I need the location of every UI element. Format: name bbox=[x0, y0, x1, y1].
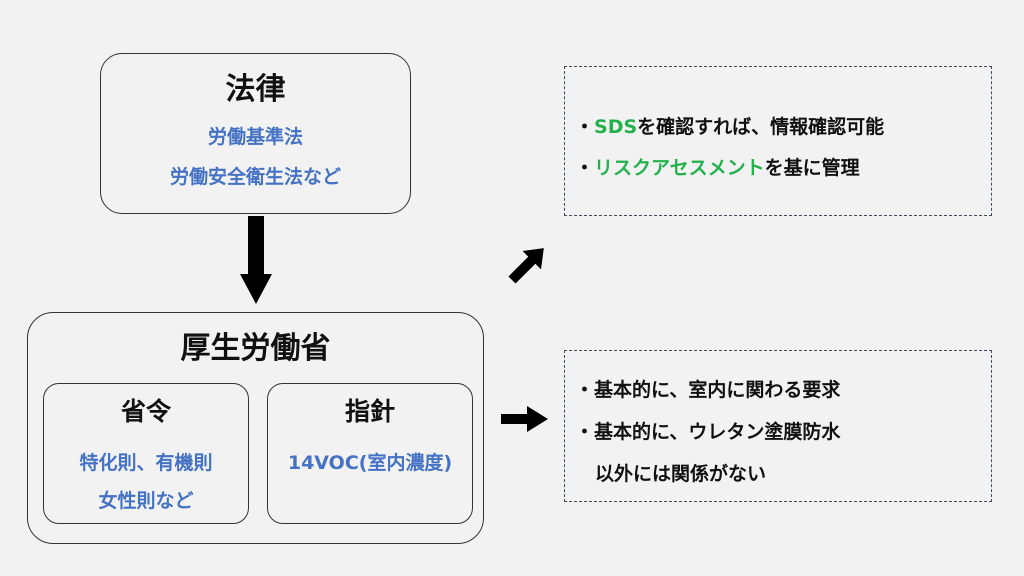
down-arrow-icon bbox=[240, 216, 272, 304]
mhlw-note-line-2: ・基本的に、ウレタン塗膜防水 bbox=[575, 421, 841, 443]
mhlw-note-line-3: 以外には関係がない bbox=[595, 463, 767, 485]
right-arrow-icon bbox=[501, 406, 548, 432]
law-title: 法律 bbox=[225, 72, 286, 107]
law-note-line-2-text: を基に管理 bbox=[764, 157, 860, 179]
sds-highlight: SDS bbox=[594, 116, 638, 138]
ordinance-title: 省令 bbox=[120, 397, 171, 426]
law-note-line-1-text: を確認すれば、情報確認可能 bbox=[637, 116, 885, 138]
guideline-box: 指針 14VOC(室内濃度) bbox=[267, 383, 473, 524]
law-note-line-2: ・リスクアセスメントを基に管理 bbox=[575, 153, 991, 180]
risk-assessment-highlight: リスクアセスメント bbox=[594, 157, 765, 179]
mhlw-note-line-1: ・基本的に、室内に関わる要求 bbox=[575, 379, 841, 401]
law-item-safety-health: 労働安全衛生法など bbox=[169, 166, 341, 188]
ordinance-item-2: 女性則など bbox=[98, 490, 194, 512]
mhlw-note-box: ・基本的に、室内に関わる要求 ・基本的に、ウレタン塗膜防水 以外には関係がない bbox=[564, 350, 992, 502]
mhlw-title: 厚生労働省 bbox=[180, 331, 331, 366]
bullet: ・ bbox=[575, 157, 595, 179]
law-note-box: ・SDSを確認すれば、情報確認可能 ・リスクアセスメントを基に管理 bbox=[564, 66, 992, 216]
ordinance-box: 省令 特化則、有機則 女性則など bbox=[43, 383, 249, 524]
bullet: ・ bbox=[575, 116, 595, 138]
guideline-title: 指針 bbox=[344, 397, 395, 426]
law-box: 法律 労働基準法 労働安全衛生法など bbox=[100, 53, 411, 214]
up-right-arrow-icon bbox=[508, 248, 544, 284]
law-item-labor-standards: 労働基準法 bbox=[207, 126, 303, 148]
guideline-item-1: 14VOC(室内濃度) bbox=[287, 452, 453, 474]
ordinance-item-1: 特化則、有機則 bbox=[79, 452, 213, 474]
law-note-line-1: ・SDSを確認すれば、情報確認可能 bbox=[575, 112, 991, 139]
